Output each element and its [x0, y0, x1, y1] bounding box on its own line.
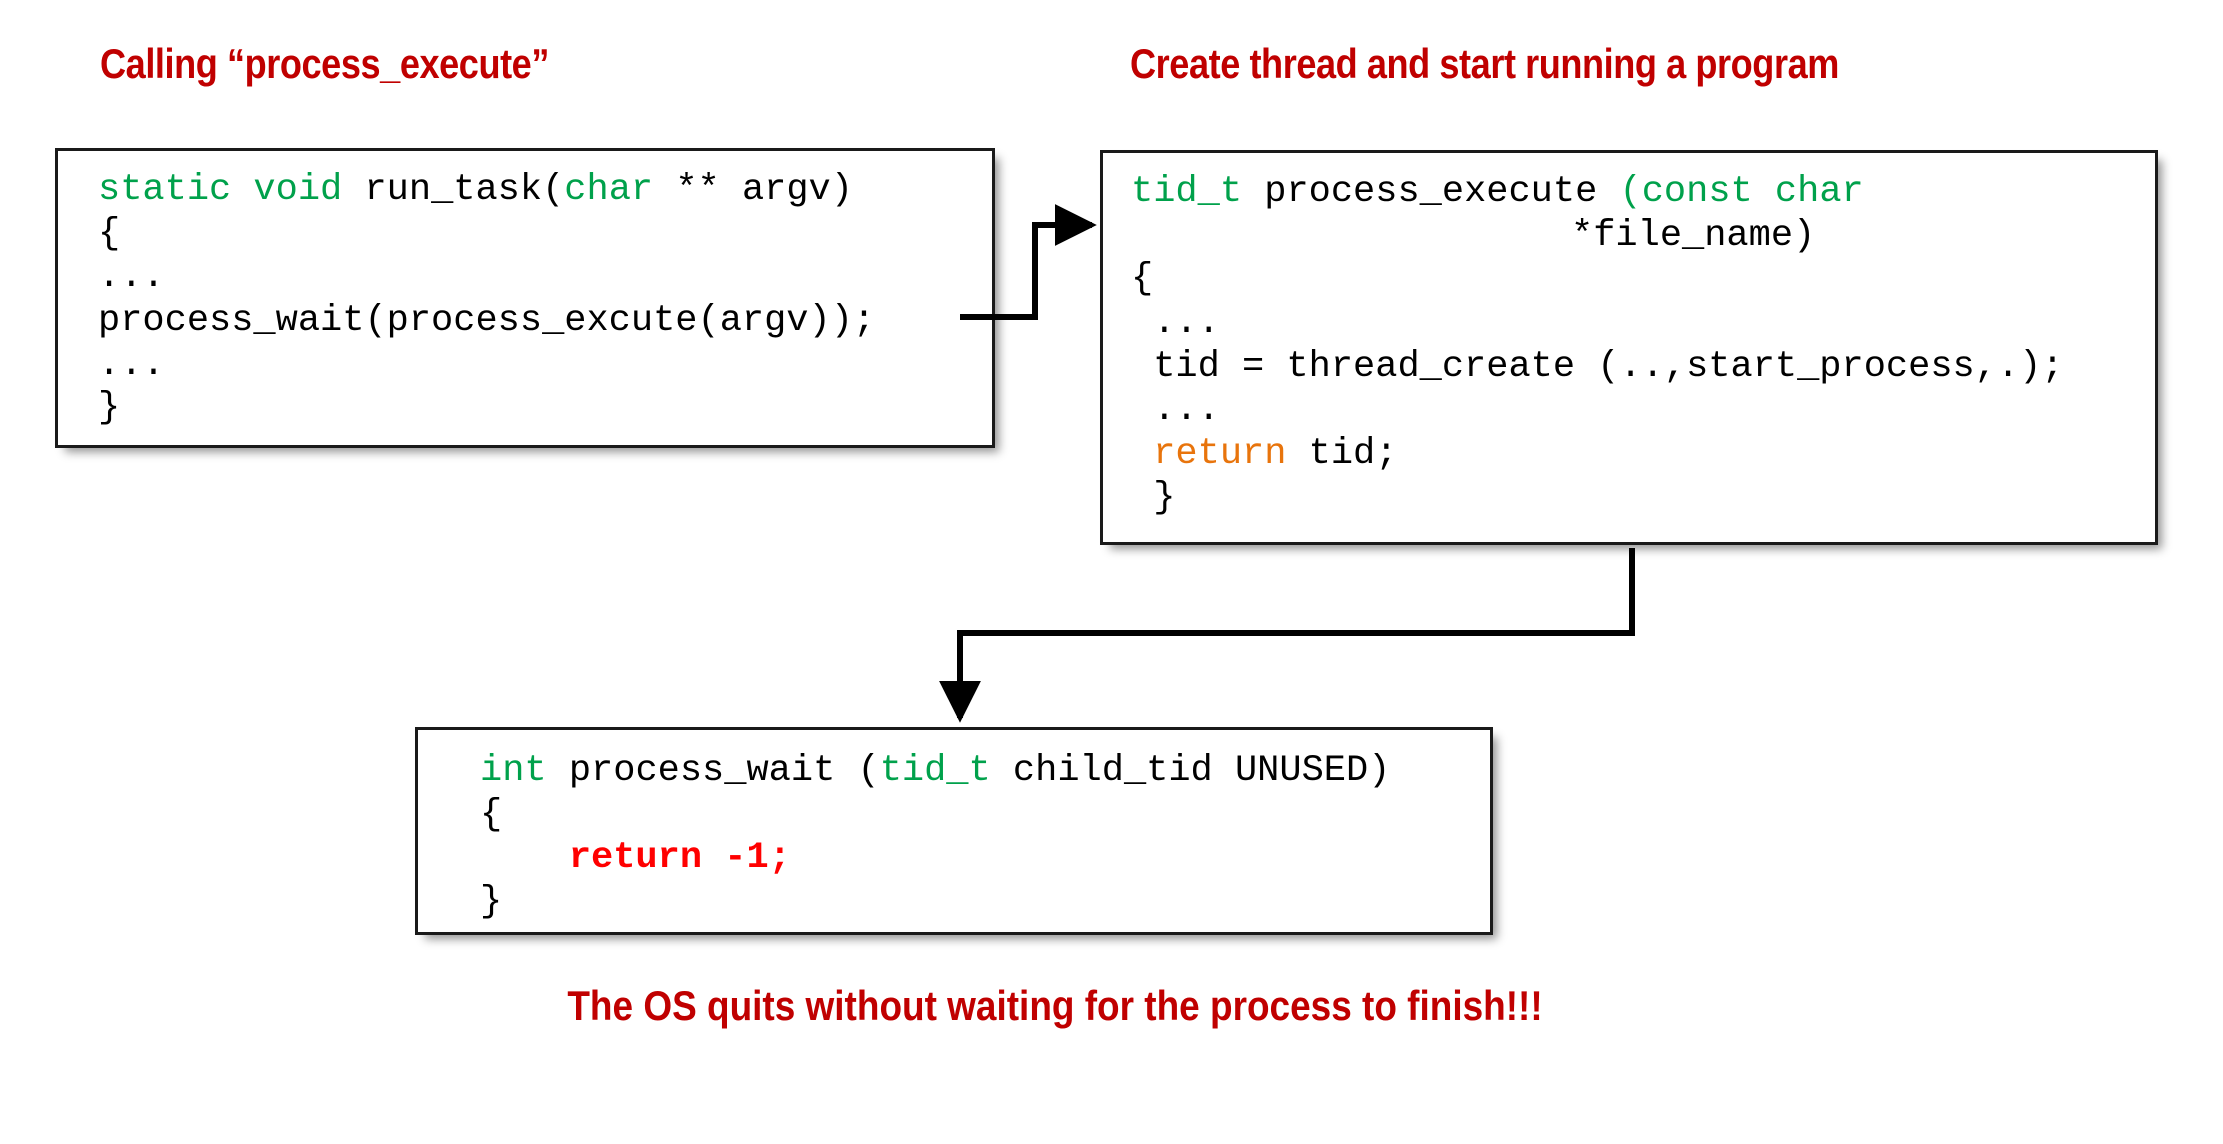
code-token: ... [1131, 389, 1220, 432]
code-token: static void [98, 169, 343, 211]
code-token: tid_t [1131, 171, 1243, 213]
code-token: int [480, 750, 547, 792]
heading-calling-process-execute: Calling “process_execute” [100, 40, 549, 87]
code-box-process-wait: int process_wait (tid_t child_tid UNUSED… [415, 727, 1493, 935]
code-token: { [1131, 258, 1154, 301]
code-token: process_execute [1242, 171, 1620, 213]
code-token: } [480, 880, 503, 923]
code-token: ** argv) [653, 169, 853, 211]
code-box-run-task: static void run_task(char ** argv){...pr… [55, 148, 995, 448]
code-line: } [1131, 477, 2155, 521]
code-line: *file_name) [1131, 215, 2155, 259]
code-line: ... [98, 344, 992, 388]
code-token: } [1131, 476, 1176, 519]
code-token: return -1; [480, 837, 791, 880]
code-line: tid_t process_execute (const char [1131, 171, 2155, 215]
code-line: { [480, 794, 1490, 838]
code-token: (const char [1619, 171, 1864, 213]
code-line: } [480, 881, 1490, 925]
code-line: { [1131, 258, 2155, 302]
code-line: static void run_task(char ** argv) [98, 169, 992, 213]
code-box-process-execute: tid_t process_execute (const char*file_n… [1100, 150, 2158, 545]
code-token: tid; [1286, 432, 1398, 475]
code-line: tid = thread_create (..,start_process,.)… [1131, 346, 2155, 390]
caption-os-quits-warning: The OS quits without waiting for the pro… [567, 982, 1543, 1029]
code-token: run_task( [342, 169, 565, 211]
code-line: return -1; [480, 837, 1490, 881]
code-token: ... [98, 256, 165, 299]
code-line: ... [1131, 389, 2155, 433]
code-token: ... [1131, 301, 1220, 344]
code-line: } [98, 387, 992, 431]
heading-create-thread: Create thread and start running a progra… [1130, 40, 1839, 87]
arrow-process-execute-to-process-wait [939, 548, 1635, 723]
code-line: return tid; [1131, 433, 2155, 477]
code-line: ... [98, 256, 992, 300]
code-token: } [98, 387, 121, 430]
code-token: tid = thread_create (..,start_process,.)… [1131, 345, 2064, 388]
code-token: return [1131, 432, 1287, 475]
code-line: { [98, 213, 992, 257]
code-token: process_wait(process_excute(argv)); [98, 299, 876, 342]
code-token: child_tid UNUSED) [990, 750, 1391, 792]
code-line: process_wait(process_excute(argv)); [98, 300, 992, 344]
code-token: *file_name) [1571, 214, 1816, 257]
code-line: int process_wait (tid_t child_tid UNUSED… [480, 750, 1490, 794]
code-token: char [564, 169, 654, 211]
code-token: { [480, 793, 503, 836]
code-token: tid_t [879, 750, 991, 792]
code-line: ... [1131, 302, 2155, 346]
code-token: { [98, 212, 121, 255]
code-token: process_wait ( [546, 750, 880, 792]
code-token: ... [98, 343, 165, 386]
